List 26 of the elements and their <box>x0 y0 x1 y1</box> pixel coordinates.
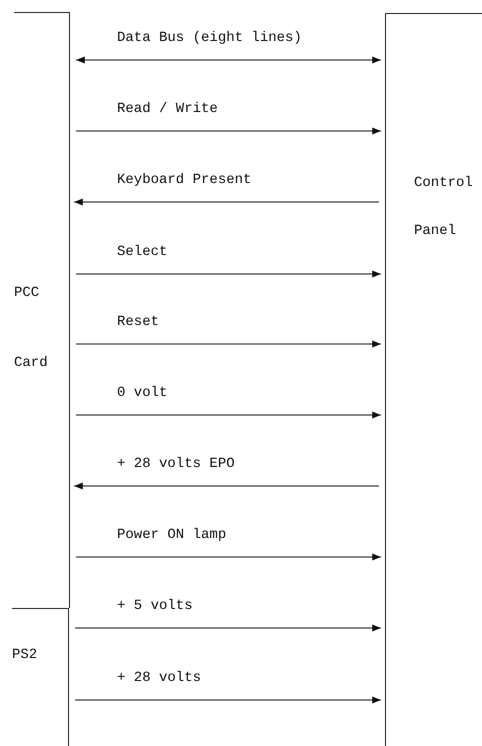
device-block <box>385 13 482 746</box>
edge-label: Keyboard Present <box>117 172 252 188</box>
edge-label: Power ON lamp <box>117 527 226 543</box>
arrow <box>76 411 381 419</box>
edge-label: 0 volt <box>117 385 168 401</box>
arrow <box>76 127 381 135</box>
edge-label: Select <box>117 244 168 260</box>
device-name: PCC Card <box>14 284 49 373</box>
edge-label: Read / Write <box>117 101 218 117</box>
edge-label: + 28 volts <box>117 670 202 686</box>
arrow <box>76 56 381 64</box>
device-name: PS2 <box>12 646 38 665</box>
edge-label: + 5 volts <box>117 598 193 614</box>
edge-label: Reset <box>117 314 160 330</box>
arrow <box>74 198 379 206</box>
arrow <box>76 553 381 561</box>
arrow <box>76 340 381 348</box>
edge-label: + 28 volts EPO <box>117 456 235 472</box>
arrow <box>75 624 381 632</box>
arrow <box>75 696 381 704</box>
edge-label: Data Bus (eight lines) <box>117 30 302 46</box>
arrow <box>74 482 379 490</box>
device-block <box>14 12 70 608</box>
arrow <box>76 270 381 278</box>
device-name: Control Panel <box>414 174 474 241</box>
device-block <box>12 608 69 746</box>
